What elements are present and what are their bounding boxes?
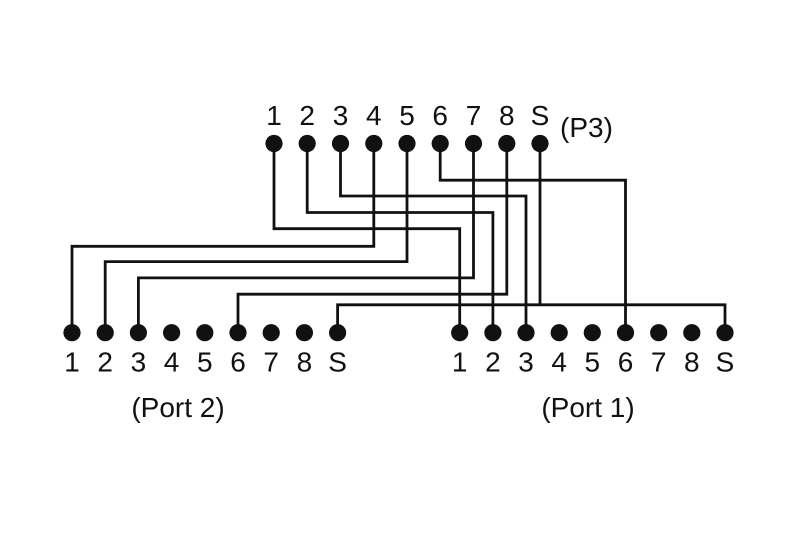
svg-text:2: 2 [485, 347, 501, 378]
svg-text:3: 3 [333, 100, 349, 131]
svg-text:7: 7 [263, 347, 279, 378]
svg-text:1: 1 [452, 347, 468, 378]
svg-text:7: 7 [466, 100, 482, 131]
svg-text:6: 6 [230, 347, 246, 378]
svg-text:7: 7 [651, 347, 667, 378]
svg-text:3: 3 [518, 347, 534, 378]
svg-text:8: 8 [297, 347, 313, 378]
svg-text:3: 3 [131, 347, 147, 378]
svg-text:S: S [531, 100, 550, 131]
svg-text:5: 5 [399, 100, 415, 131]
svg-text:8: 8 [684, 347, 700, 378]
svg-text:(Port 2): (Port 2) [131, 392, 224, 423]
svg-text:2: 2 [97, 347, 113, 378]
svg-text:(Port 1): (Port 1) [541, 392, 634, 423]
svg-text:4: 4 [366, 100, 382, 131]
svg-text:5: 5 [197, 347, 213, 378]
svg-text:S: S [328, 347, 347, 378]
svg-text:1: 1 [64, 347, 80, 378]
svg-text:4: 4 [164, 347, 180, 378]
svg-text:5: 5 [585, 347, 601, 378]
svg-text:6: 6 [618, 347, 634, 378]
svg-text:(P3): (P3) [560, 112, 613, 143]
svg-text:1: 1 [266, 100, 282, 131]
svg-text:6: 6 [432, 100, 448, 131]
svg-text:8: 8 [499, 100, 515, 131]
svg-text:2: 2 [299, 100, 315, 131]
svg-text:4: 4 [551, 347, 567, 378]
svg-text:S: S [716, 347, 735, 378]
